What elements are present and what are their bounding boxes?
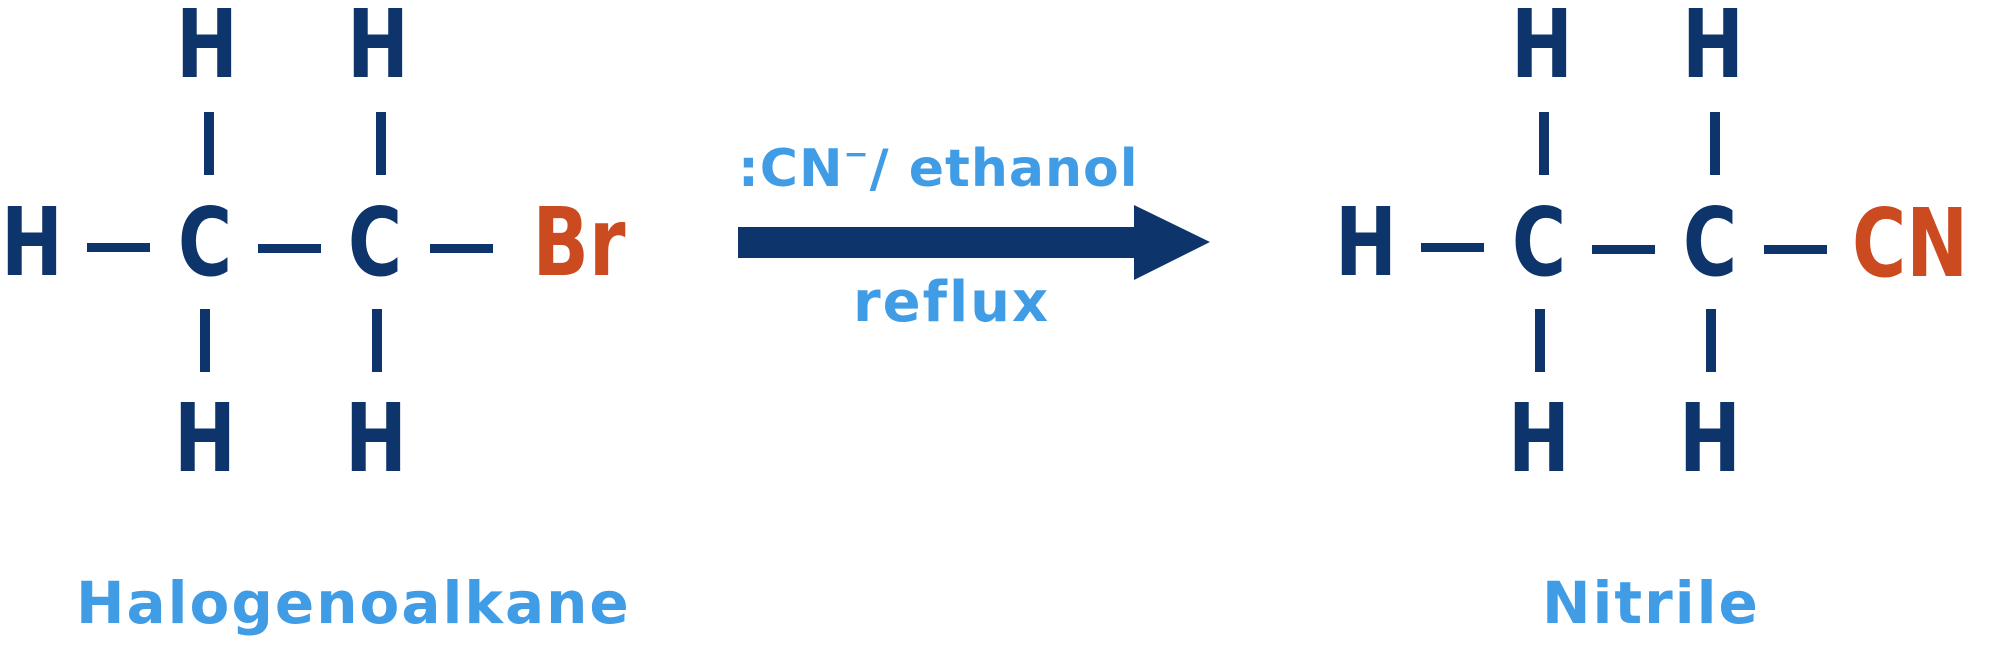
atom-c2: C (1682, 187, 1738, 299)
atom-h-top-1: H (1511, 0, 1573, 101)
atom-h-bottom-1: H (174, 383, 236, 495)
reagent-label: :CN−/ ethanol (738, 140, 1139, 196)
reactant-name-label: Halogenoalkane (76, 569, 631, 637)
right-arrow-icon (738, 205, 1210, 280)
condition-label: reflux (853, 270, 1051, 335)
atom-h-bottom-1: H (1508, 383, 1570, 495)
bond-c1-c2 (1592, 245, 1655, 254)
bond-c2-h-top (1710, 112, 1720, 175)
reagent-charge: − (843, 137, 870, 172)
atom-c1: C (1511, 187, 1567, 299)
atom-h-top-2: H (1682, 0, 1744, 101)
bond-c1-h-top (204, 112, 214, 175)
bond-c1-h-bottom (200, 309, 210, 372)
bond-c2-br (430, 244, 493, 253)
bond-h-c1 (1421, 243, 1484, 252)
reagent-formula: :CN (738, 139, 844, 199)
atom-h-left: H (1, 187, 63, 299)
bond-c2-cn (1764, 245, 1827, 254)
atom-h-bottom-2: H (345, 383, 407, 495)
bond-c2-h-bottom (1706, 309, 1716, 372)
atom-h-bottom-2: H (1679, 383, 1741, 495)
atom-br: Br (532, 187, 626, 299)
bond-c1-h-bottom (1535, 309, 1545, 372)
atom-h-left: H (1335, 187, 1397, 299)
atom-h-top-1: H (176, 0, 238, 101)
atom-c1: C (177, 187, 233, 299)
bond-c1-c2 (258, 244, 321, 253)
bond-c2-h-top (376, 112, 386, 175)
atom-cn: CN (1852, 188, 1969, 300)
solvent-label: / ethanol (869, 139, 1139, 199)
bond-c2-h-bottom (372, 309, 382, 372)
atom-h-top-2: H (347, 0, 409, 101)
bond-h-c1 (87, 243, 150, 252)
bond-c1-h-top (1539, 112, 1549, 175)
atom-c2: C (347, 187, 403, 299)
product-name-label: Nitrile (1542, 569, 1760, 637)
